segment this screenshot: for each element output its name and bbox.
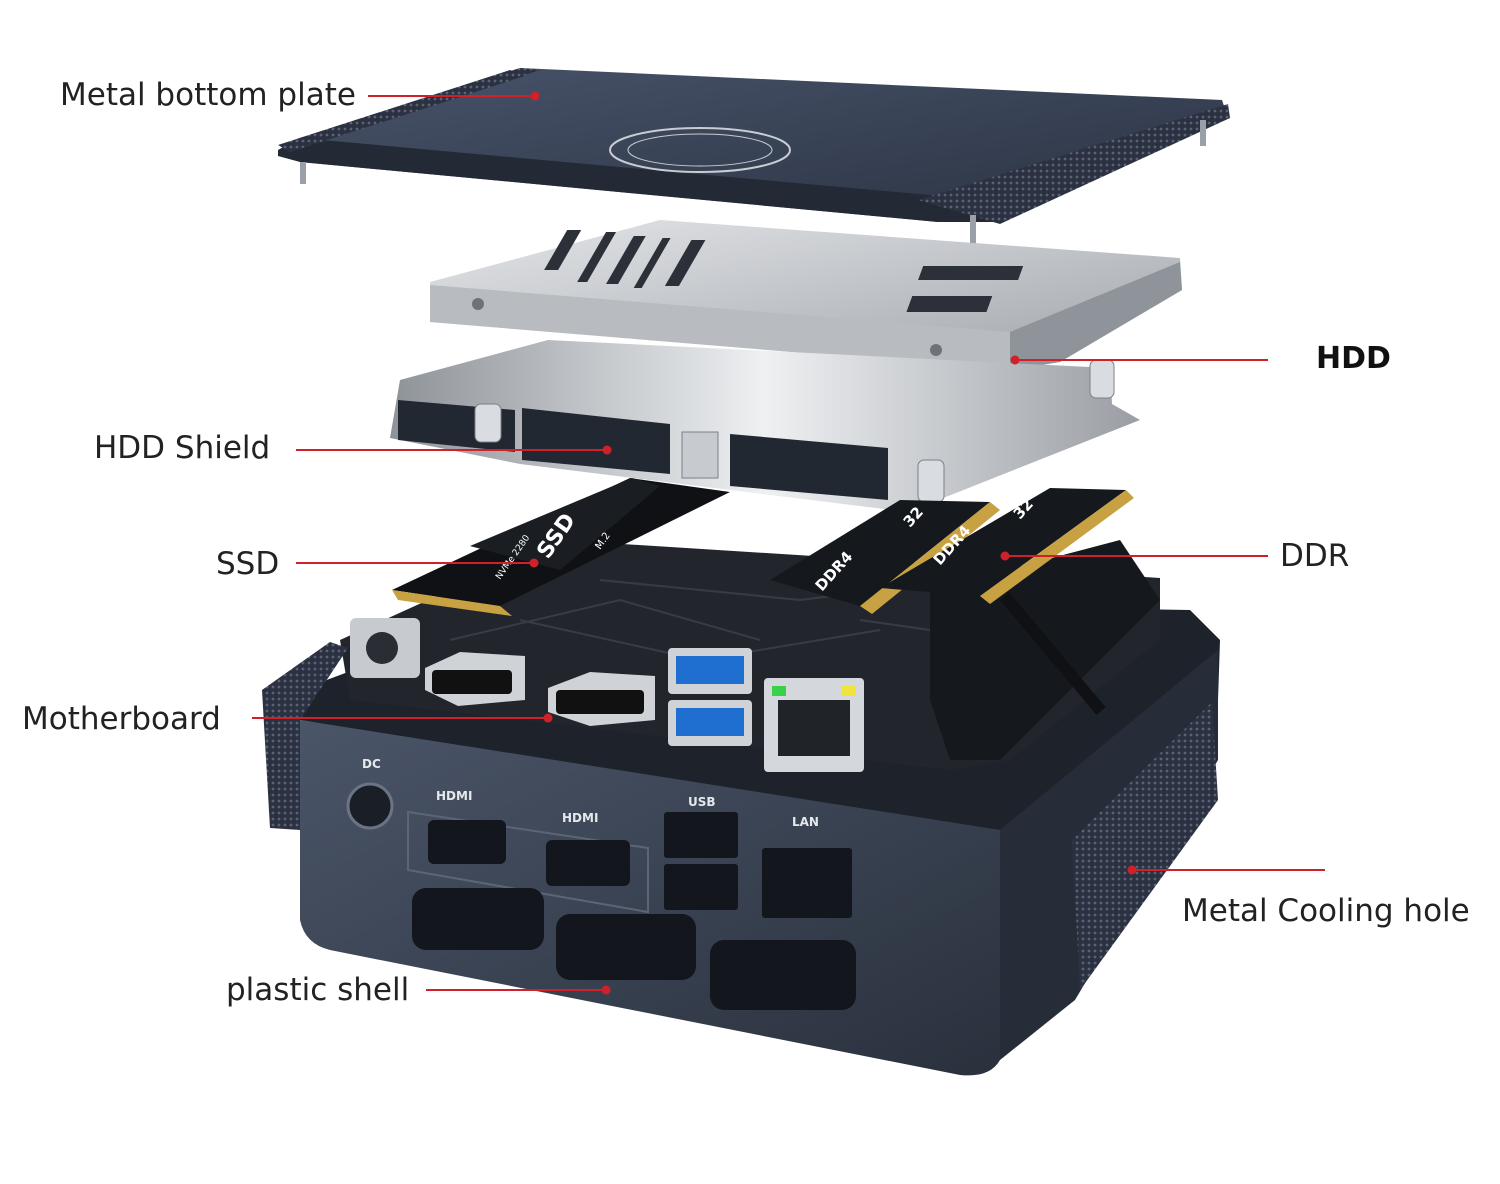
dot-plastic-shell: [601, 985, 611, 995]
leader-lines: [252, 91, 1325, 995]
hdd-drive: [430, 220, 1182, 370]
port-hdmi-b-label: HDMI: [562, 811, 598, 825]
hdd-shield: [390, 340, 1140, 512]
front-ports: [346, 782, 856, 1010]
port-dc-label: DC: [362, 757, 381, 771]
dot-ddr: [1000, 551, 1010, 561]
label-motherboard: Motherboard: [22, 701, 221, 737]
label-ddr: DDR: [1280, 538, 1350, 574]
port-hdmi-a-label: HDMI: [436, 789, 472, 803]
label-hdd-shield: HDD Shield: [94, 430, 271, 466]
dot-hdd: [1010, 355, 1020, 365]
label-plastic-shell: plastic shell: [226, 972, 410, 1008]
label-ssd: SSD: [216, 546, 280, 582]
label-metal-bottom-plate: Metal bottom plate: [60, 77, 356, 113]
dot-metal-cooling-hole: [1127, 865, 1137, 875]
ssd-stick: SSD NVMe 2280 M.2: [392, 478, 730, 616]
dot-ssd: [529, 558, 539, 568]
port-usb-label: USB: [688, 795, 716, 809]
ddr-sticks: DDR4 DDR4 32 32: [770, 488, 1134, 614]
case-and-board: SSD NVMe 2280 M.2 DDR4 DDR4 32 32: [262, 478, 1220, 1076]
board-ports: [350, 618, 864, 772]
dot-hdd-shield: [602, 445, 612, 455]
metal-bottom-plate: [278, 68, 1230, 245]
label-hdd: HDD: [1316, 341, 1391, 376]
dot-metal-bottom-plate: [530, 91, 540, 101]
port-lan-label: LAN: [792, 815, 819, 829]
dot-motherboard: [543, 713, 553, 723]
label-metal-cooling-hole: Metal Cooling hole: [1182, 893, 1470, 929]
